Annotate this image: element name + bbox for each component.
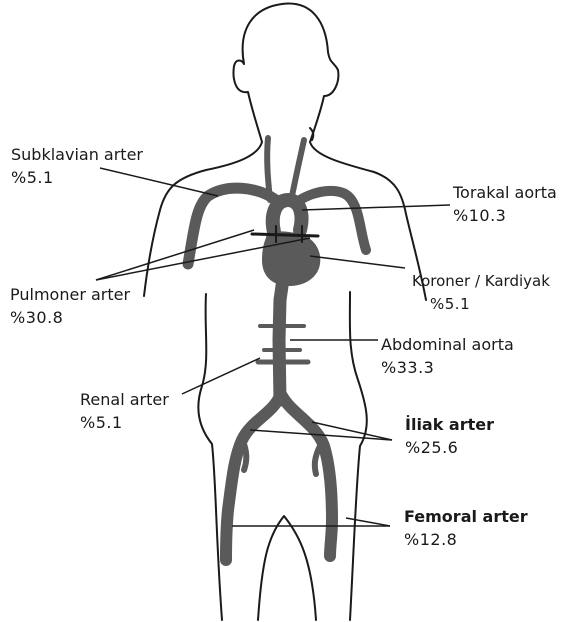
label-pulmoner-name: Pulmoner arter bbox=[10, 283, 130, 306]
label-renal: Renal arter %5.1 bbox=[80, 388, 169, 434]
leader-pulmoner-a bbox=[96, 230, 254, 280]
label-renal-percent: %5.1 bbox=[80, 411, 169, 434]
label-koroner: Koroner / Kardiyak %5.1 bbox=[412, 270, 550, 316]
label-renal-name: Renal arter bbox=[80, 388, 169, 411]
label-iliak-name: İliak arter bbox=[405, 413, 494, 436]
leader-torakal bbox=[302, 205, 450, 210]
label-pulmoner-percent: %30.8 bbox=[10, 306, 130, 329]
aortic-arch bbox=[273, 200, 302, 232]
heart bbox=[262, 231, 320, 286]
label-femoral-percent: %12.8 bbox=[404, 528, 528, 551]
label-pulmoner: Pulmoner arter %30.8 bbox=[10, 283, 130, 329]
label-abdominal: Abdominal aorta %33.3 bbox=[381, 333, 514, 379]
leader-femoral-b bbox=[346, 518, 390, 526]
label-femoral-name: Femoral arter bbox=[404, 505, 528, 528]
label-iliak-percent: %25.6 bbox=[405, 436, 494, 459]
label-koroner-name: Koroner / Kardiyak bbox=[412, 270, 550, 293]
label-abdominal-name: Abdominal aorta bbox=[381, 333, 514, 356]
inner-leg-outline bbox=[258, 516, 316, 620]
leader-renal bbox=[182, 358, 260, 394]
head-outline bbox=[234, 4, 339, 142]
right-iliac bbox=[282, 396, 332, 556]
label-subklavian-percent: %5.1 bbox=[11, 166, 143, 189]
label-torakal-name: Torakal aorta bbox=[453, 181, 557, 204]
label-torakal-percent: %10.3 bbox=[453, 204, 557, 227]
label-iliak: İliak arter %25.6 bbox=[405, 413, 494, 459]
label-torakal: Torakal aorta %10.3 bbox=[453, 181, 557, 227]
descending-aorta bbox=[279, 286, 282, 400]
pulmonary-bar bbox=[252, 234, 318, 236]
label-subklavian-name: Subklavian arter bbox=[11, 143, 143, 166]
label-femoral: Femoral arter %12.8 bbox=[404, 505, 528, 551]
right-carotid bbox=[292, 140, 304, 196]
right-internal-iliac bbox=[315, 446, 320, 474]
label-abdominal-percent: %33.3 bbox=[381, 356, 514, 379]
label-koroner-percent: %5.1 bbox=[412, 293, 550, 316]
label-subklavian: Subklavian arter %5.1 bbox=[11, 143, 143, 189]
left-internal-iliac bbox=[244, 444, 246, 470]
leader-koroner bbox=[310, 256, 405, 268]
